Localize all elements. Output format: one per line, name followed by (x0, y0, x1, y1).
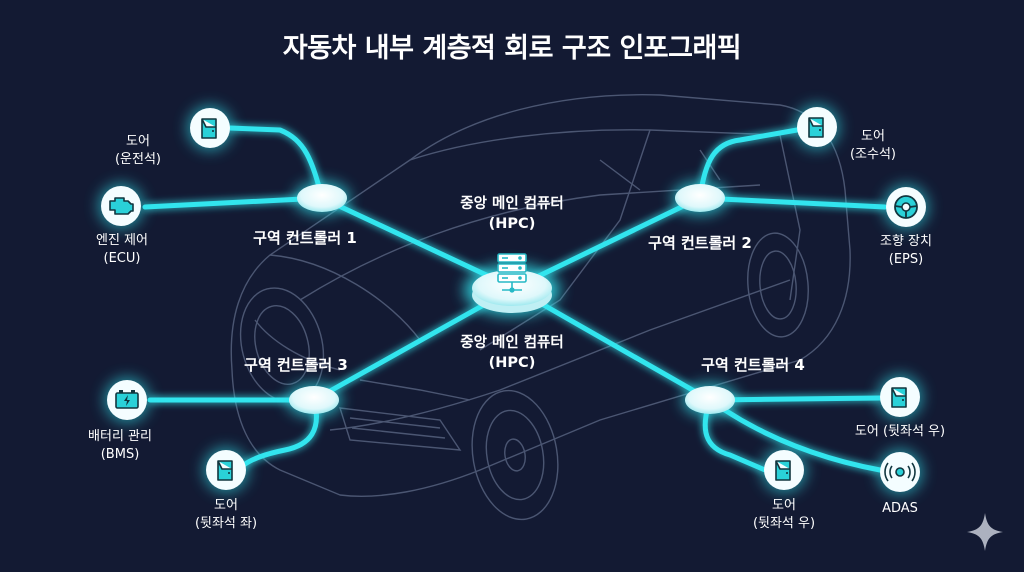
door-rear-right-a-icon (877, 374, 923, 420)
zone-node-3 (286, 383, 342, 417)
engine-icon (98, 183, 144, 229)
zone-node-1 (294, 181, 350, 215)
device-label-steering-line1: 조향 장치 (880, 234, 932, 249)
sparkle-icon (967, 513, 1003, 551)
door-driver-icon (187, 105, 233, 151)
device-label-door-rear-right-b-line2: (뒷좌석 우) (752, 515, 816, 531)
hpc-label-bottom: 중앙 메인 컴퓨터 (HPC) (460, 334, 563, 373)
device-label-engine: 엔진 제어 (ECU) (96, 232, 148, 267)
device-label-adas: ADAS (882, 500, 918, 518)
radar-icon (877, 449, 923, 495)
door-rear-right-b-icon (761, 447, 807, 493)
door-rear-left-icon (203, 447, 249, 493)
zone-node-2 (672, 181, 728, 215)
door-passenger-icon (794, 104, 840, 150)
device-label-door-rear-left-line2: (뒷좌석 좌) (194, 515, 258, 531)
device-label-steering: 조향 장치 (EPS) (880, 233, 932, 268)
hpc-node (464, 253, 560, 316)
device-label-battery-line2: (BMS) (100, 446, 140, 462)
zone-label-1: 구역 컨트롤러 1 (253, 229, 357, 247)
hpc-label-top-line1: 중앙 메인 컴퓨터 (460, 196, 564, 212)
zone-node-4 (682, 383, 738, 417)
zone-label-4: 구역 컨트롤러 4 (701, 356, 805, 374)
device-label-battery: 배터리 관리 (BMS) (88, 428, 152, 463)
device-label-door-rear-right-b: 도어 (뒷좌석 우) (753, 497, 815, 532)
device-label-door-passenger-line1: 도어 (861, 129, 885, 144)
device-label-door-rear-left: 도어 (뒷좌석 좌) (195, 497, 257, 532)
page-title: 자동차 내부 계층적 회로 구조 인포그래픽 (282, 33, 742, 64)
device-label-adas-line1: ADAS (882, 501, 918, 516)
hpc-label-top-line2: (HPC) (488, 215, 536, 232)
device-label-door-rear-right-a: 도어 (뒷좌석 우) (855, 423, 945, 441)
line-zone1-engine (142, 195, 325, 210)
device-label-battery-line1: 배터리 관리 (88, 429, 152, 444)
device-label-door-rear-right-a-line1: 도어 (뒷좌석 우) (854, 424, 946, 439)
steering-wheel-icon (883, 184, 929, 230)
line-zone2-steering (697, 195, 888, 210)
device-label-door-passenger: 도어 (조수석) (850, 128, 896, 163)
device-label-door-driver: 도어 (운전석) (115, 133, 161, 168)
zone-label-3: 구역 컨트롤러 3 (244, 356, 348, 374)
device-label-door-rear-left-line1: 도어 (214, 498, 238, 513)
device-label-door-rear-right-b-line1: 도어 (772, 498, 796, 513)
device-label-door-passenger-line2: (조수석) (849, 146, 897, 162)
device-label-door-driver-line2: (운전석) (114, 151, 162, 167)
device-label-engine-line1: 엔진 제어 (96, 233, 148, 248)
hpc-label-bottom-line1: 중앙 메인 컴퓨터 (460, 335, 564, 351)
device-label-door-driver-line1: 도어 (126, 134, 150, 149)
device-label-engine-line2: (ECU) (103, 250, 141, 266)
server-icon (497, 253, 527, 293)
hpc-label-top: 중앙 메인 컴퓨터 (HPC) (460, 195, 563, 234)
line-zone4-door (707, 395, 883, 403)
hpc-label-bottom-line2: (HPC) (488, 354, 536, 371)
zone-label-2: 구역 컨트롤러 2 (648, 234, 752, 252)
device-label-steering-line2: (EPS) (888, 251, 924, 267)
battery-icon (104, 377, 150, 423)
